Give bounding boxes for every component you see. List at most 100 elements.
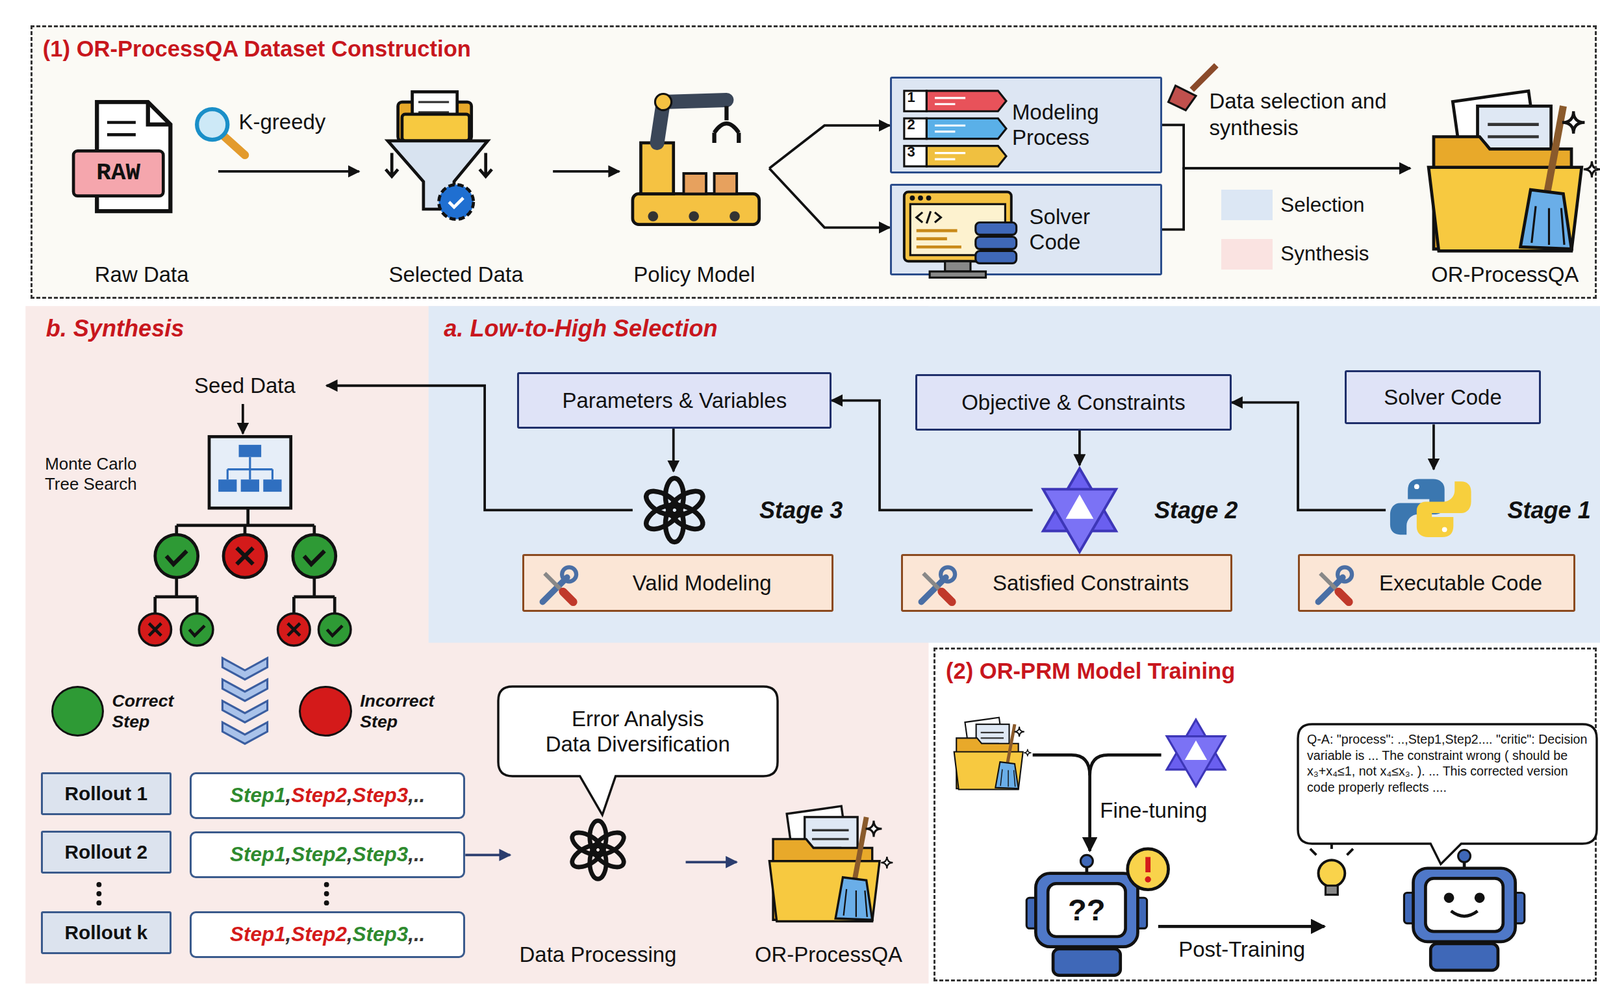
tree-icon — [155, 534, 199, 578]
node-label: Valid Modeling — [632, 570, 772, 597]
qwen-logo — [1166, 719, 1226, 787]
process-box: Executable Code — [1297, 554, 1576, 613]
icon-node: Raw Data — [64, 98, 219, 288]
legend-item: Correct Step — [51, 685, 210, 737]
stage-node: Stage 3 — [632, 471, 848, 549]
icon-node: OR-ProcessQA — [1410, 83, 1600, 288]
legend-item: Synthesis — [1221, 239, 1424, 270]
panel: (2) OR-PRM Model TrainingQ-A: "process":… — [933, 647, 1597, 982]
step-token: , — [407, 784, 414, 807]
process-box: Modeling Process — [889, 76, 1163, 174]
tree-icon — [241, 479, 260, 492]
tree-icon — [239, 444, 262, 458]
raw-file-icon — [107, 122, 136, 135]
node-label: Step1,Step2,Step3,.. — [229, 842, 425, 868]
node-label: Satisfied Constraints — [992, 570, 1189, 597]
tree-icon — [209, 436, 292, 508]
tree-icon — [263, 479, 282, 492]
node-label: Parameters & Variables — [561, 387, 787, 414]
funnel-icon — [402, 114, 470, 141]
robot-face — [1474, 892, 1486, 903]
broom-icon — [1192, 65, 1217, 91]
ellipsis-dots — [324, 891, 330, 897]
magnifier-icon — [196, 109, 245, 156]
node-label: Error Analysis — [571, 706, 704, 733]
tree-icon — [223, 534, 267, 578]
node-label: Monte Carlo Tree Search — [30, 454, 151, 495]
box-icon — [921, 567, 955, 602]
robot-arm-icon — [654, 94, 672, 111]
node-label: Stage 2 — [1154, 496, 1238, 525]
text-node: Monte Carlo Tree Search — [30, 433, 301, 516]
alert-icon — [1127, 849, 1169, 890]
arrow-label: Fine-tuning — [1099, 797, 1207, 824]
node-label: Selected Data — [388, 261, 523, 288]
process-box: Rollout 2 — [40, 830, 172, 874]
connector-arrow — [1432, 424, 1435, 470]
process-box: Step1,Step2,Step3,.. — [189, 911, 466, 959]
step-token: . — [413, 923, 420, 946]
arrow-label: Post-Training — [1178, 936, 1306, 963]
robot-arm-icon — [632, 193, 760, 225]
step-token: , — [407, 843, 414, 866]
node-label: Policy Model — [633, 261, 755, 288]
node-label: OR-ProcessQA — [1431, 261, 1579, 288]
icon-node: Policy Model — [619, 91, 770, 288]
bubble-outline — [1297, 724, 1597, 864]
step-token: , — [346, 923, 353, 946]
step-token: , — [285, 923, 292, 946]
legend-label: Selection — [1280, 192, 1424, 218]
icon-node: Data Processing — [509, 816, 686, 968]
python-logo — [1390, 478, 1472, 538]
edge-label: Data selection and synthesis — [1208, 87, 1388, 141]
robot-face — [1451, 911, 1478, 917]
speech-bubble: Q-A: "process": ..,Step1,Step2.... "crit… — [1297, 724, 1597, 844]
chevron-arrows — [222, 679, 267, 701]
raw-file-icon — [148, 101, 171, 125]
dataset-folder-icon — [954, 717, 1032, 790]
step-token: . — [413, 784, 420, 807]
illustration — [25, 25, 1600, 984]
robot-arm-icon — [729, 211, 740, 222]
node-label: Raw Data — [94, 261, 190, 288]
node-label: Solver Code — [1383, 384, 1502, 411]
process-box: Step1,Step2,Step3,.. — [189, 831, 466, 879]
tree-icon — [180, 613, 213, 646]
panel-ground — [25, 25, 1600, 984]
tree-icon — [139, 613, 171, 646]
icon-node: Selected Data — [359, 96, 553, 288]
step-token: . — [419, 923, 426, 946]
chevron-arrows — [222, 658, 267, 680]
connector-arrow — [241, 404, 245, 434]
dataset-folder-icon — [1428, 90, 1600, 251]
panel-ground — [30, 25, 1597, 299]
openai-logo — [568, 821, 627, 880]
box-icon — [903, 191, 1016, 278]
connector-arrow — [685, 860, 738, 864]
funnel-icon — [438, 184, 473, 219]
chevron-arrows — [222, 700, 267, 723]
legend-swatch — [1221, 239, 1273, 270]
process-box: Step1,Step2,Step3,.. — [189, 772, 466, 820]
step-token: , — [346, 784, 353, 807]
node-label: Seed Data — [194, 372, 296, 399]
ellipsis-dots — [96, 882, 329, 906]
process-box: Rollout 1 — [40, 772, 172, 816]
qwen-logo — [1043, 468, 1117, 552]
icon-node: OR-ProcessQA — [736, 795, 921, 968]
process-box: Solver Code — [1344, 370, 1541, 425]
bubble-outline — [498, 686, 778, 816]
callout-bubble: Error AnalysisData Diversification — [498, 686, 778, 777]
process-box: Valid Modeling — [522, 554, 834, 613]
chevron-arrows — [222, 658, 267, 744]
funnel-icon — [418, 101, 449, 113]
bulb-icon — [1325, 885, 1338, 895]
connector-arrow — [672, 428, 675, 472]
node-label: Q-A: "process": ..,Step1,Step2.... "crit… — [1307, 731, 1588, 796]
merge-arrow — [1090, 754, 1162, 775]
node-label: Step1,Step2,Step3,.. — [229, 922, 425, 948]
process-box: Satisfied Constraints — [901, 554, 1233, 613]
node-label: Stage 3 — [759, 496, 843, 525]
